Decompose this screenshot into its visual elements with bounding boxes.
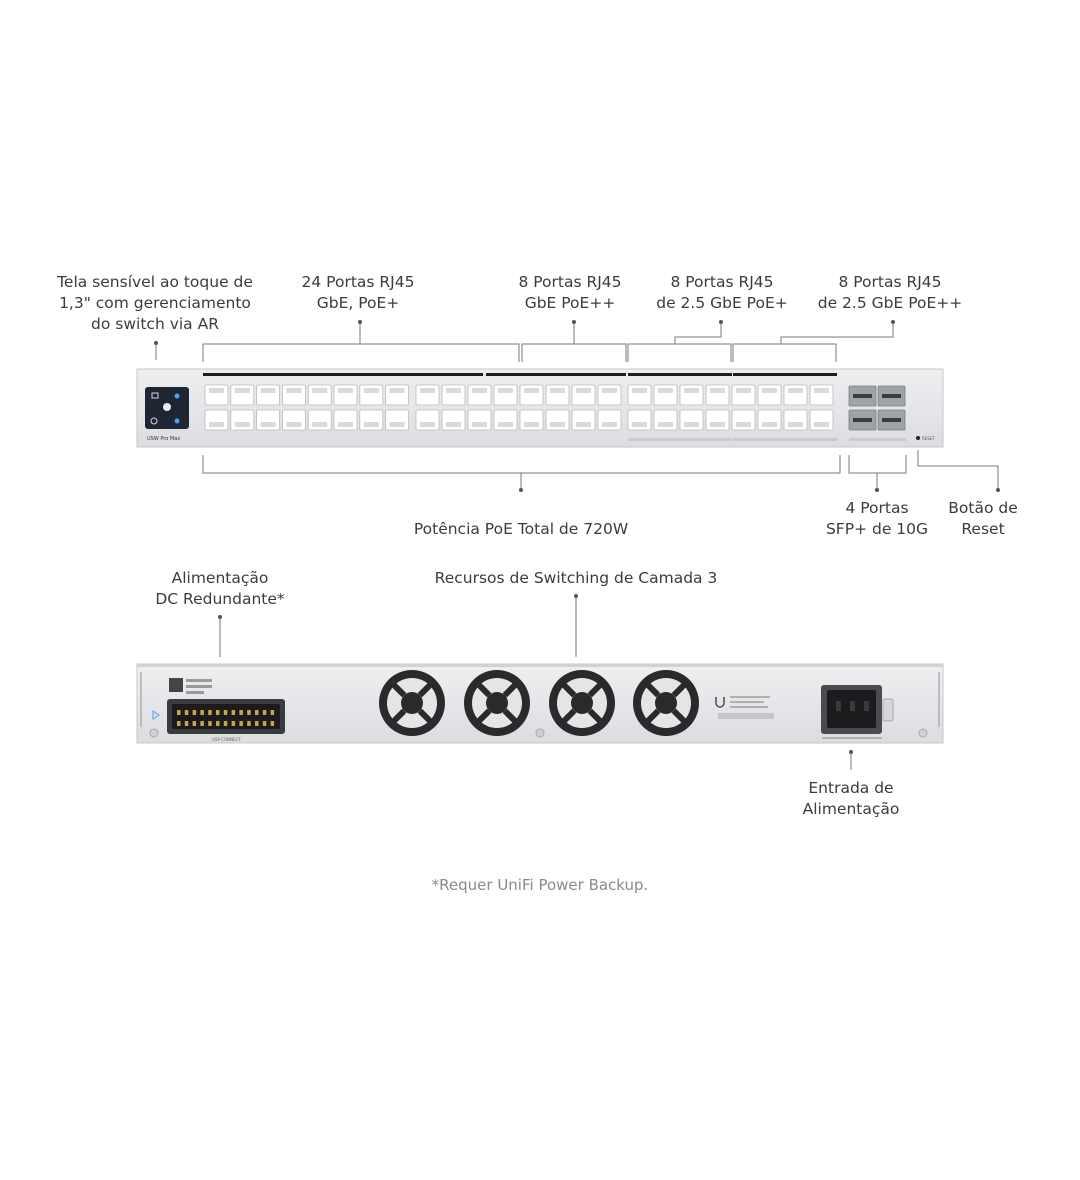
reset-text: RESET <box>922 436 935 441</box>
rj45-ports <box>204 384 834 431</box>
power-icon <box>150 417 158 425</box>
touchscreen-icon <box>151 392 159 399</box>
reset-button <box>916 436 920 440</box>
ubiquiti-logo <box>715 697 725 708</box>
redundant-dc-label: Alimentação DC Redundante* <box>155 569 285 608</box>
front-panel: USW Pro Max RESET <box>136 368 944 448</box>
fans <box>379 670 699 736</box>
power-input-label: Entrada de Alimentação <box>802 779 900 818</box>
dc-pins <box>177 710 275 726</box>
rear-panel: USP CONNECT <box>136 663 944 744</box>
fan <box>549 670 615 736</box>
led-indicator <box>152 710 160 720</box>
connector-text: USP CONNECT <box>212 737 241 742</box>
layer3-label: Recursos de Switching de Camada 3 <box>434 569 718 587</box>
status-icon <box>174 393 180 399</box>
ports-8-25-poe-pp-label: 8 Portas RJ45 de 2.5 GbE PoE++ <box>817 273 963 312</box>
touchscreen-label: Tela sensível ao toque de 1,3" com geren… <box>57 273 253 333</box>
rear-leaders <box>219 596 852 770</box>
poe-total-label: Potência PoE Total de 720W <box>413 520 629 538</box>
ports-8-25-poe-p-label: 8 Portas RJ45 de 2.5 GbE PoE+ <box>656 273 788 312</box>
fan <box>633 670 699 736</box>
ports-24-label: 24 Portas RJ45 GbE, PoE+ <box>301 273 415 312</box>
sfp-label: 4 Portas SFP+ de 10G <box>825 499 929 538</box>
ports-8-poe-pp-label: 8 Portas RJ45 GbE PoE++ <box>518 273 622 312</box>
rear-leader-dots <box>218 594 853 754</box>
front-leader-dots <box>154 320 1000 492</box>
fan <box>464 670 530 736</box>
reset-label: Botão de Reset <box>948 499 1018 538</box>
front-leaders <box>155 323 999 490</box>
sfp-ports <box>848 385 906 431</box>
settings-icon <box>174 418 180 424</box>
fan <box>379 670 445 736</box>
touchscreen-center <box>163 403 171 411</box>
brand-text: USW Pro Max <box>147 436 180 442</box>
footnote: *Requer UniFi Power Backup. <box>431 876 649 894</box>
qr-code <box>169 678 183 692</box>
